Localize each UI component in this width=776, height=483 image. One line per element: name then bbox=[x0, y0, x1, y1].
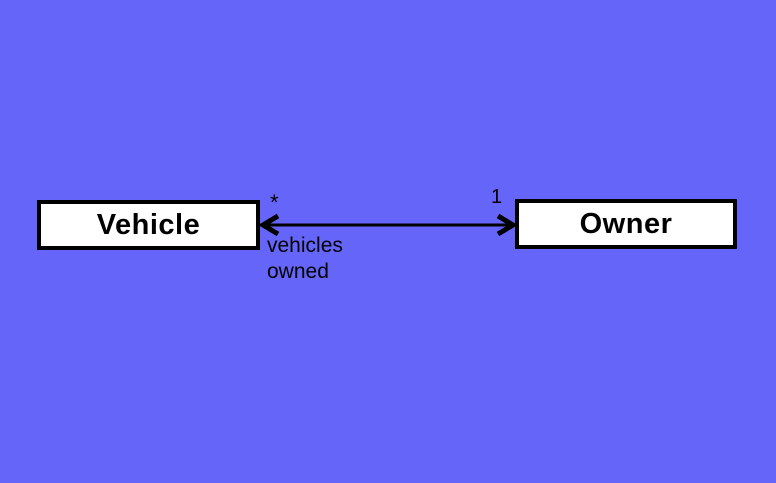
association-role-label: vehicles owned bbox=[267, 233, 343, 285]
multiplicity-target: 1 bbox=[491, 186, 503, 208]
arrowhead-left-icon bbox=[258, 213, 280, 237]
class-box-owner: Owner bbox=[515, 199, 737, 249]
class-label-owner: Owner bbox=[579, 207, 673, 240]
multiplicity-source: * bbox=[270, 190, 279, 215]
arrowhead-right-icon bbox=[496, 213, 518, 237]
class-label-vehicle: Vehicle bbox=[96, 208, 201, 241]
association-role-label-line2: owned bbox=[267, 260, 329, 283]
association-role-label-line1: vehicles bbox=[267, 234, 343, 257]
class-box-vehicle: Vehicle bbox=[37, 200, 260, 250]
